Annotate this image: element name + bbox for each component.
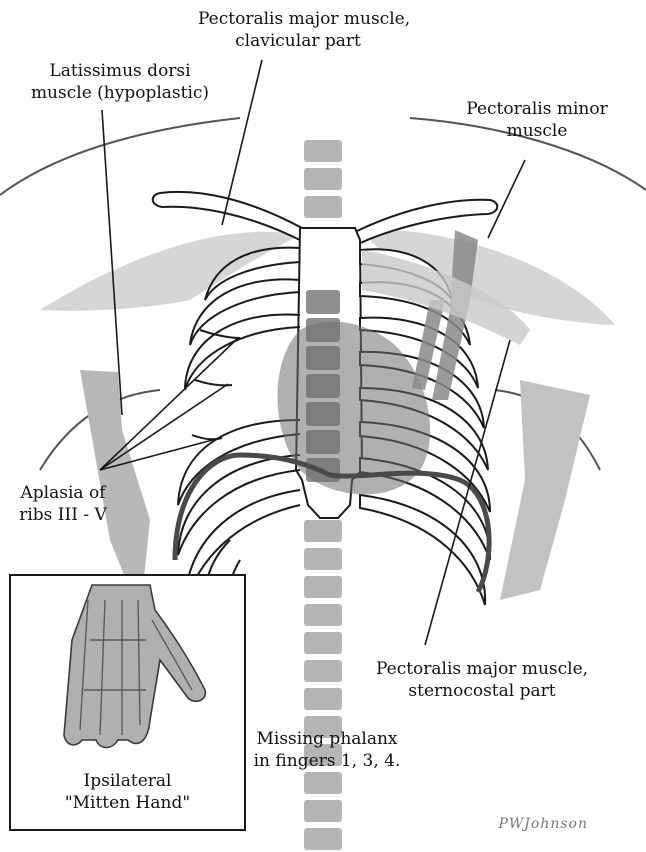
label-missing-phalanx: Missing phalanx in fingers 1, 3, 4.: [248, 728, 406, 772]
label-pectoralis-major-clavicular: Pectoralis major muscle, clavicular part: [198, 8, 398, 52]
label-line: Missing phalanx: [248, 728, 406, 750]
label-line: muscle: [452, 120, 622, 142]
label-line: Ipsilateral: [40, 770, 215, 792]
label-mitten-hand: Ipsilateral "Mitten Hand": [40, 770, 215, 814]
heart: [278, 322, 431, 495]
label-line: Aplasia of: [8, 482, 118, 504]
label-line: Pectoralis major muscle,: [372, 658, 592, 680]
label-line: Pectoralis major muscle,: [198, 8, 398, 30]
label-line: clavicular part: [198, 30, 398, 52]
label-pectoralis-major-sternocostal: Pectoralis major muscle, sternocostal pa…: [372, 658, 592, 702]
label-line: muscle (hypoplastic): [30, 82, 210, 104]
label-aplasia-ribs: Aplasia of ribs III - V: [8, 482, 118, 526]
label-line: sternocostal part: [372, 680, 592, 702]
label-line: Pectoralis minor: [452, 98, 622, 120]
label-line: Latissimus dorsi: [30, 60, 210, 82]
label-line: "Mitten Hand": [40, 792, 215, 814]
artist-signature: PWJohnson: [498, 816, 588, 832]
label-latissimus-dorsi: Latissimus dorsi muscle (hypoplastic): [30, 60, 210, 104]
label-line: ribs III - V: [8, 504, 118, 526]
label-pectoralis-minor: Pectoralis minor muscle: [452, 98, 622, 142]
latissimus-dorsi-right: [500, 380, 590, 600]
label-line: in fingers 1, 3, 4.: [248, 750, 406, 772]
